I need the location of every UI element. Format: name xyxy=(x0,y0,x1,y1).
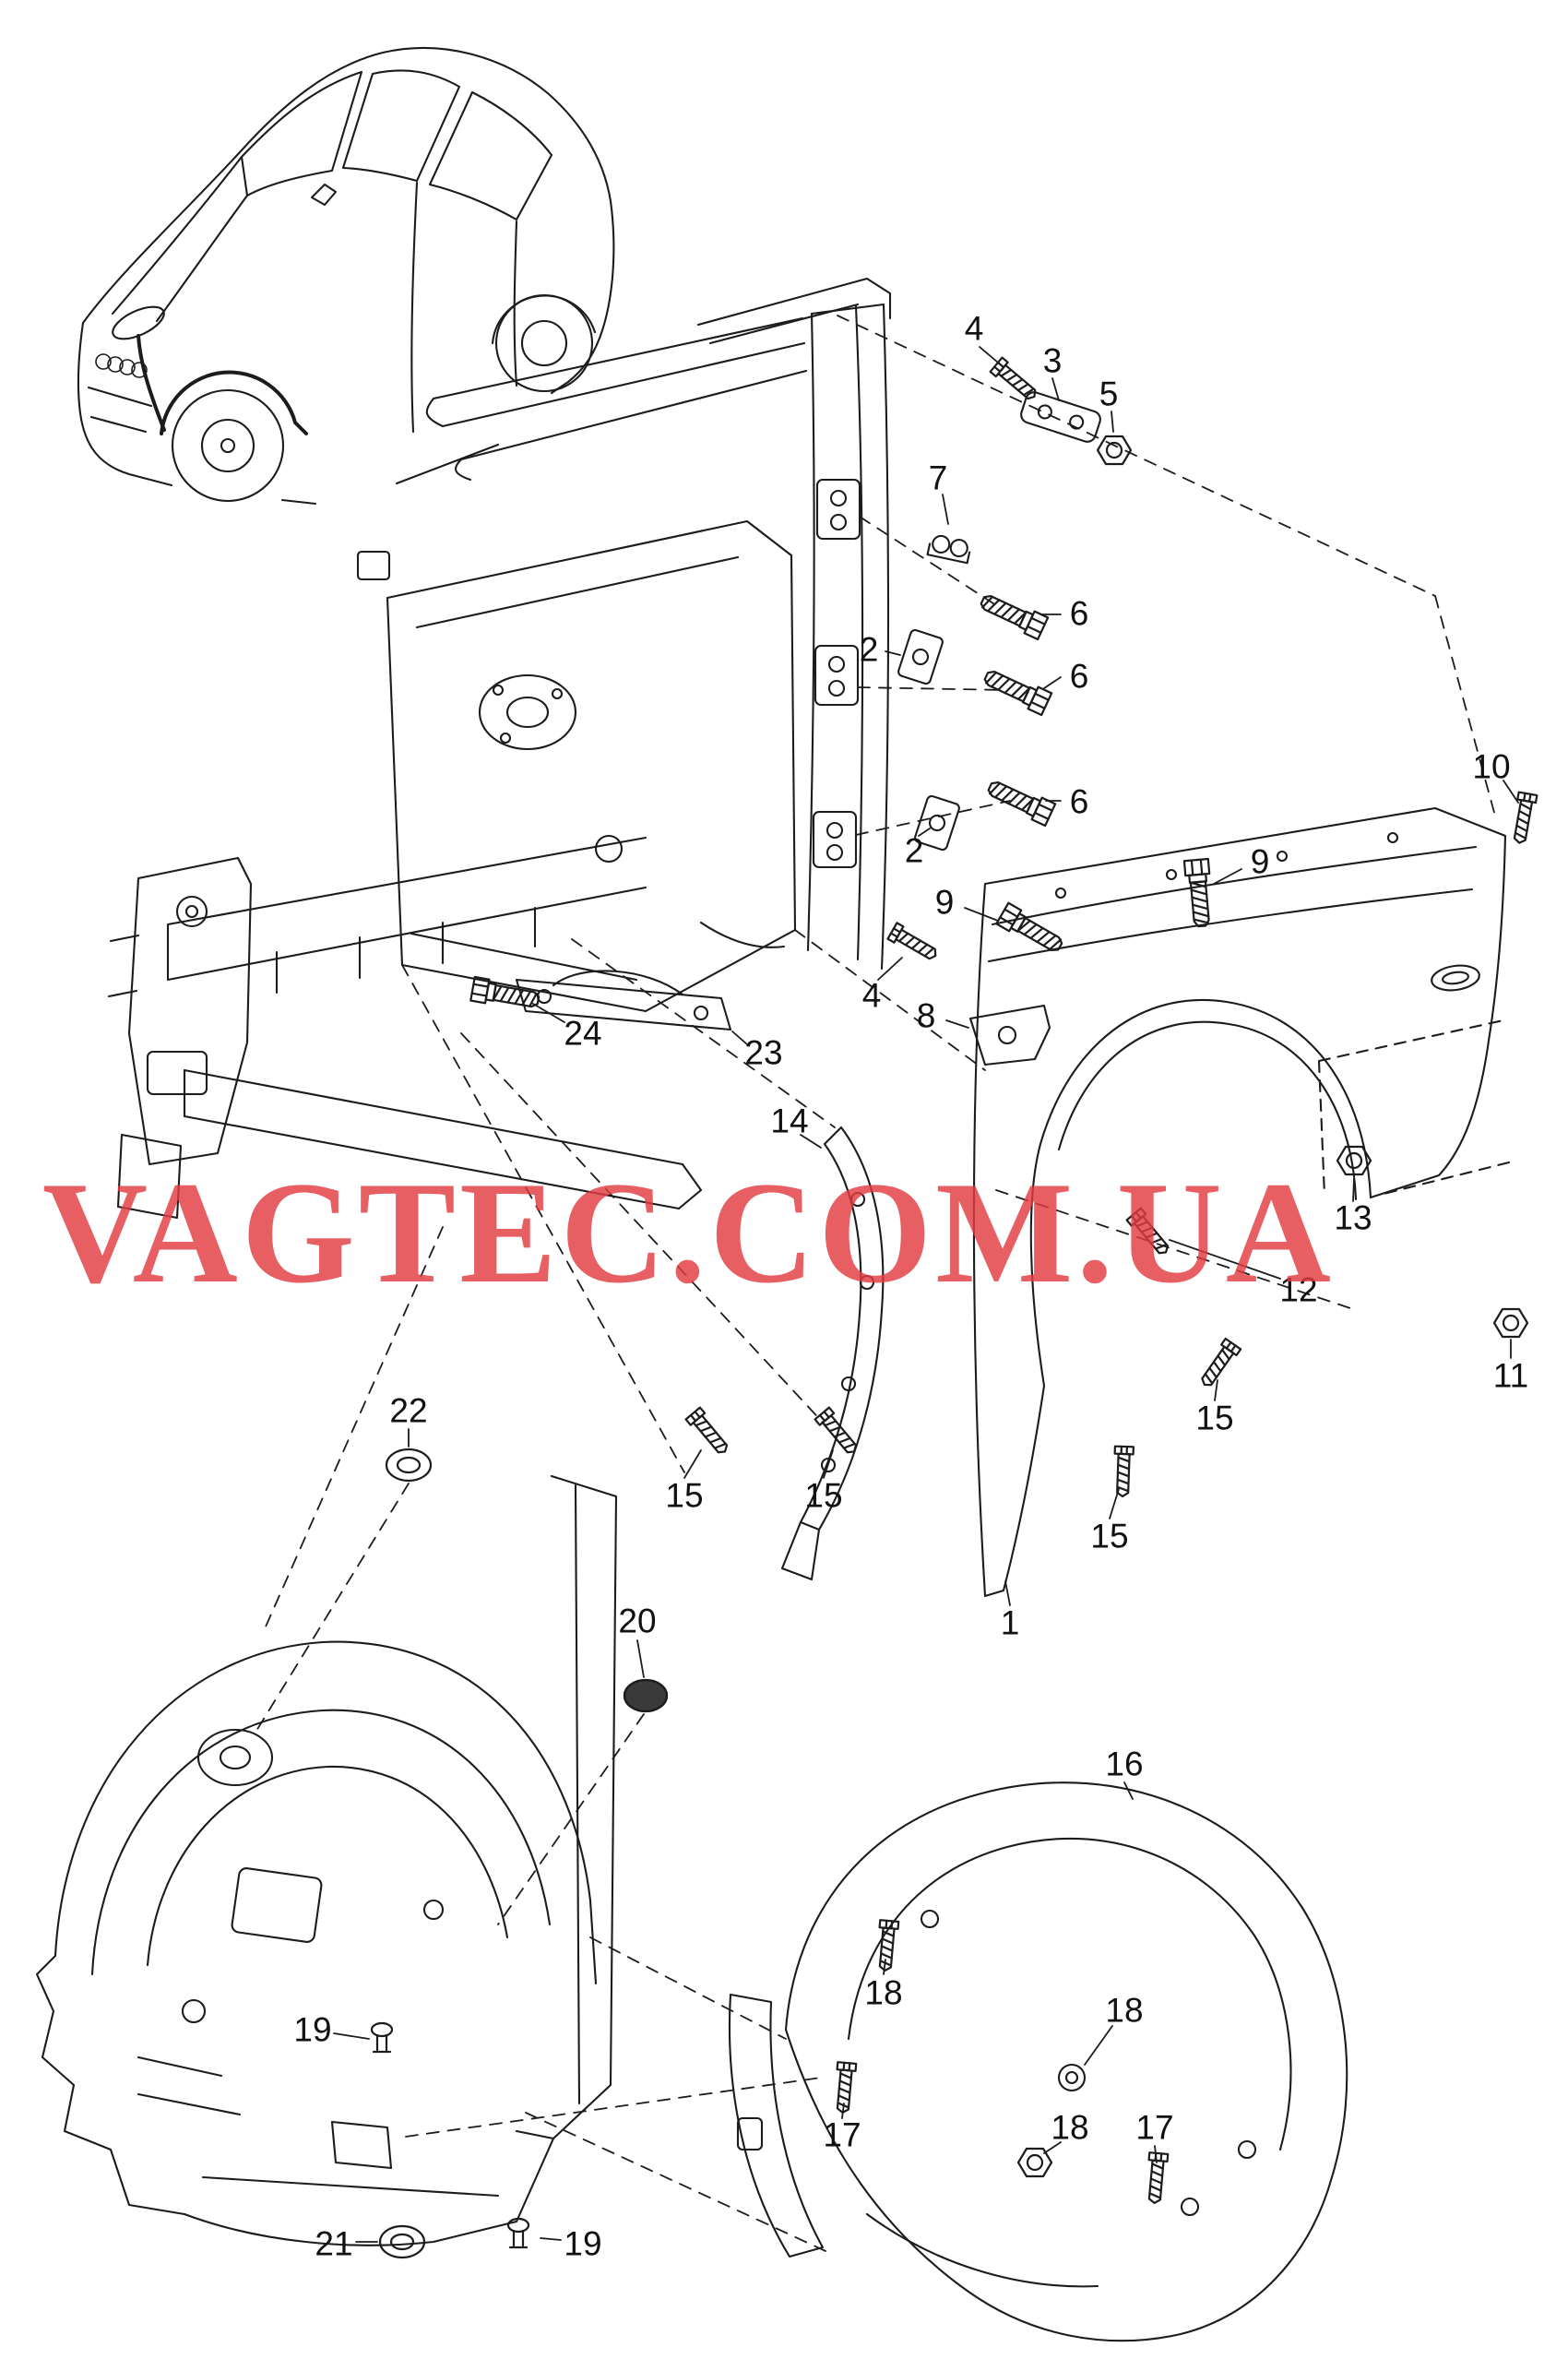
screw-icon-17a xyxy=(832,2061,858,2115)
screw-icon-15d xyxy=(1111,1445,1135,1498)
fender-highlight xyxy=(137,334,308,435)
leader-lines xyxy=(333,346,1519,2243)
wheel-housing-liner xyxy=(728,1781,1348,2342)
front-subframe xyxy=(107,836,703,1220)
nut-18b xyxy=(1057,2063,1087,2092)
bracket-3 xyxy=(1020,391,1101,443)
screw-icon-4b xyxy=(886,922,942,965)
car-overview-sketch xyxy=(77,47,615,506)
nut-icon-18c xyxy=(1016,2147,1053,2178)
plug-icon-20 xyxy=(623,1678,669,1713)
screw-icon-15b xyxy=(684,1406,733,1459)
screw-icon-10 xyxy=(1509,791,1538,846)
bolt-icon-9a xyxy=(1182,857,1216,929)
bolt-icon-6a xyxy=(976,588,1050,641)
plate-2b xyxy=(914,794,960,852)
nut-icon-11 xyxy=(1492,1307,1529,1339)
bolt-icon-6c xyxy=(983,774,1057,828)
bracket-8 xyxy=(968,1004,1051,1066)
body-structure xyxy=(356,277,892,1013)
fender-bracket xyxy=(780,1126,885,1581)
grommet-icon-21 xyxy=(378,2224,426,2259)
rear-wheel-housing xyxy=(35,1474,618,2246)
watermark-text: VAGTEC.COM.UA xyxy=(42,1152,1335,1314)
strut-brace xyxy=(515,970,732,1031)
plate-2a xyxy=(897,628,944,685)
projection-lines xyxy=(255,315,1497,2252)
clip-icon-19a xyxy=(370,2021,394,2054)
grommet-icon-22 xyxy=(385,1448,433,1483)
clip-7 xyxy=(926,534,971,565)
bolt-icon-24 xyxy=(469,975,541,1014)
screw-icon-4 xyxy=(989,356,1041,405)
screw-icon-18a xyxy=(874,1919,900,1972)
fender-panel xyxy=(972,806,1511,1598)
screw-icon-15a xyxy=(1195,1337,1242,1391)
